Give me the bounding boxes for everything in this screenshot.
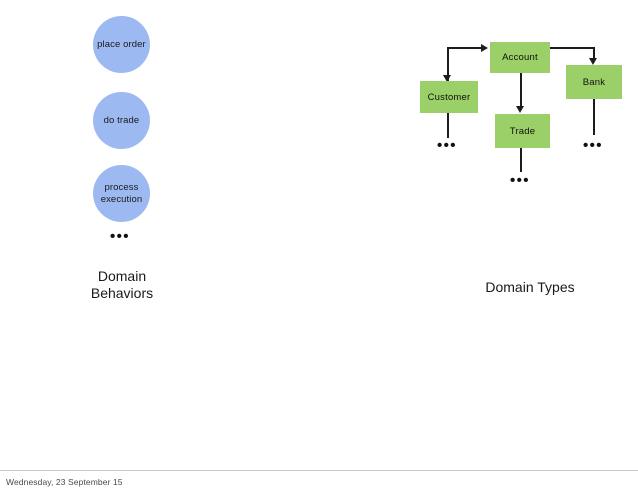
edge-trade-stub bbox=[520, 148, 522, 172]
behaviors-ellipsis: ••• bbox=[110, 228, 130, 245]
footer-divider bbox=[0, 470, 638, 471]
type-node-label: Customer bbox=[427, 91, 471, 103]
type-node-label: Trade bbox=[509, 125, 536, 137]
edge-bank-stub bbox=[593, 99, 595, 135]
behavior-node-label: do trade bbox=[103, 114, 140, 126]
type-node-bank[interactable]: Bank bbox=[566, 65, 622, 99]
edge-account-customer-vertical bbox=[447, 48, 449, 82]
arrowhead-into-customer bbox=[443, 75, 451, 82]
domain-behaviors-caption: Domain Behaviors bbox=[90, 268, 154, 301]
behavior-node-process-execution[interactable]: process execution bbox=[93, 165, 150, 222]
edge-account-trade-vertical bbox=[520, 73, 522, 107]
edge-account-customer-horizontal bbox=[447, 47, 483, 49]
arrowhead-into-trade bbox=[516, 106, 524, 113]
behavior-node-do-trade[interactable]: do trade bbox=[93, 92, 150, 149]
type-node-label: Bank bbox=[582, 76, 606, 88]
edge-account-bank-horizontal bbox=[550, 47, 595, 49]
domain-types-caption: Domain Types bbox=[485, 279, 575, 295]
type-node-customer[interactable]: Customer bbox=[420, 81, 478, 113]
customer-ellipsis: ••• bbox=[437, 137, 457, 154]
type-node-account[interactable]: Account bbox=[490, 42, 550, 73]
arrowhead-into-bank bbox=[589, 58, 597, 65]
trade-ellipsis: ••• bbox=[510, 172, 530, 189]
footer-date: Wednesday, 23 September 15 bbox=[6, 477, 123, 487]
behavior-node-place-order[interactable]: place order bbox=[93, 16, 150, 73]
edge-account-bank-vertical bbox=[593, 47, 595, 60]
edge-customer-stub bbox=[447, 113, 449, 138]
behavior-node-label: place order bbox=[97, 38, 146, 50]
type-node-trade[interactable]: Trade bbox=[495, 114, 550, 148]
bank-ellipsis: ••• bbox=[583, 137, 603, 154]
arrowhead-into-account-left bbox=[481, 43, 488, 52]
behavior-node-label: process execution bbox=[100, 181, 143, 205]
type-node-label: Account bbox=[502, 52, 538, 63]
